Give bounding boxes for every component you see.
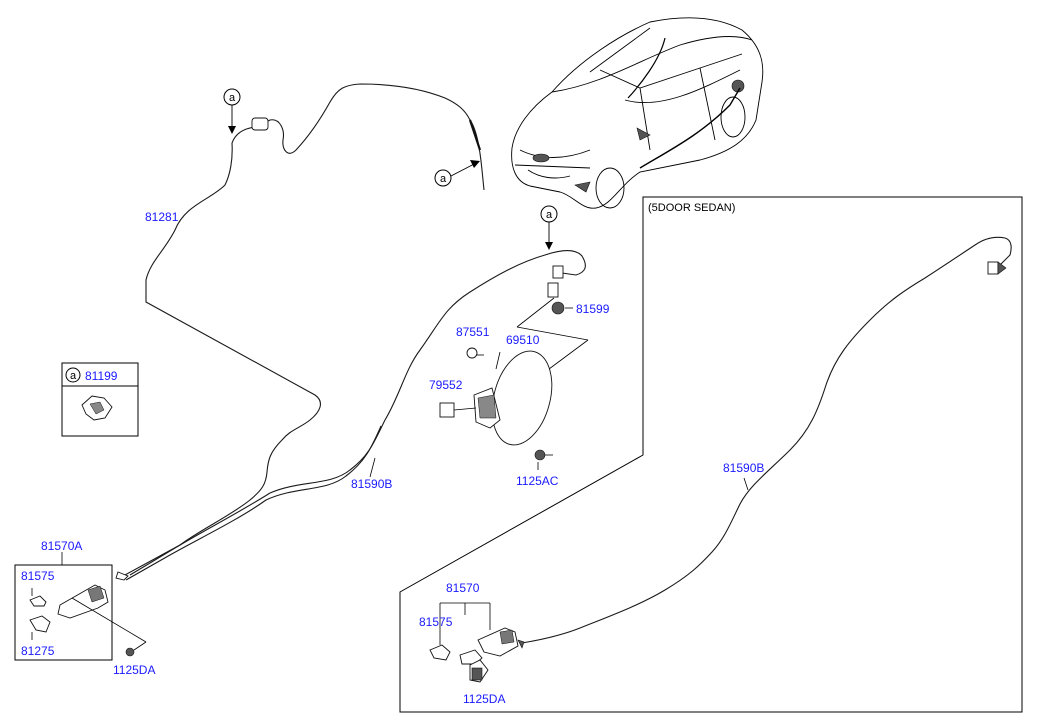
callout-a-top-left: a bbox=[223, 88, 241, 134]
part-69510[interactable]: 69510 bbox=[506, 333, 540, 347]
svg-text:a: a bbox=[546, 209, 553, 221]
part-1125da-sedan[interactable]: 1125DA bbox=[463, 692, 505, 706]
part-1125da-left[interactable]: 1125DA bbox=[113, 663, 155, 677]
part-81590b-sedan[interactable]: 81590B bbox=[723, 461, 764, 475]
cover-81275 bbox=[29, 615, 51, 633]
part-87551[interactable]: 87551 bbox=[456, 325, 490, 339]
part-81570-sedan[interactable]: 81570 bbox=[446, 581, 480, 595]
callout-a-middle: a bbox=[434, 160, 480, 187]
car-illustration bbox=[511, 17, 764, 209]
lever-81575-sedan bbox=[429, 644, 451, 661]
part-81281[interactable]: 81281 bbox=[145, 210, 179, 224]
part-81570a[interactable]: 81570A bbox=[41, 539, 82, 553]
part-79552[interactable]: 79552 bbox=[429, 378, 463, 392]
fuel-door-69510 bbox=[491, 350, 553, 446]
detail-box-81570a bbox=[14, 552, 147, 661]
part-81575-sedan[interactable]: 81575 bbox=[419, 615, 453, 629]
part-81199[interactable]: 81199 bbox=[85, 369, 118, 383]
callout-a-filler: a bbox=[540, 205, 558, 250]
svg-text:a: a bbox=[70, 370, 77, 382]
fuel-door-assembly bbox=[439, 282, 589, 470]
part-81590b-main[interactable]: 81590B bbox=[351, 477, 392, 491]
part-81599[interactable]: 81599 bbox=[576, 302, 610, 316]
lever-81575 bbox=[29, 595, 47, 607]
variant-label: (5DOOR SEDAN) bbox=[648, 202, 735, 214]
actuator-79552 bbox=[439, 402, 455, 418]
part-81575-left[interactable]: 81575 bbox=[21, 569, 55, 583]
svg-text:a: a bbox=[440, 173, 447, 185]
cable-81590b-sedan bbox=[521, 236, 1012, 644]
part-1125ac[interactable]: 1125AC bbox=[516, 474, 559, 488]
part-81275[interactable]: 81275 bbox=[21, 644, 55, 658]
sedan-variant-frame bbox=[399, 196, 1023, 713]
clip-81599 bbox=[551, 301, 565, 315]
sedan-lever-assembly bbox=[429, 602, 525, 683]
cable-81590b-main bbox=[125, 250, 586, 581]
cable-81281 bbox=[124, 83, 485, 576]
cable-grommet bbox=[251, 117, 269, 131]
detail-box-81199: a bbox=[61, 362, 139, 437]
svg-text:a: a bbox=[229, 92, 236, 104]
